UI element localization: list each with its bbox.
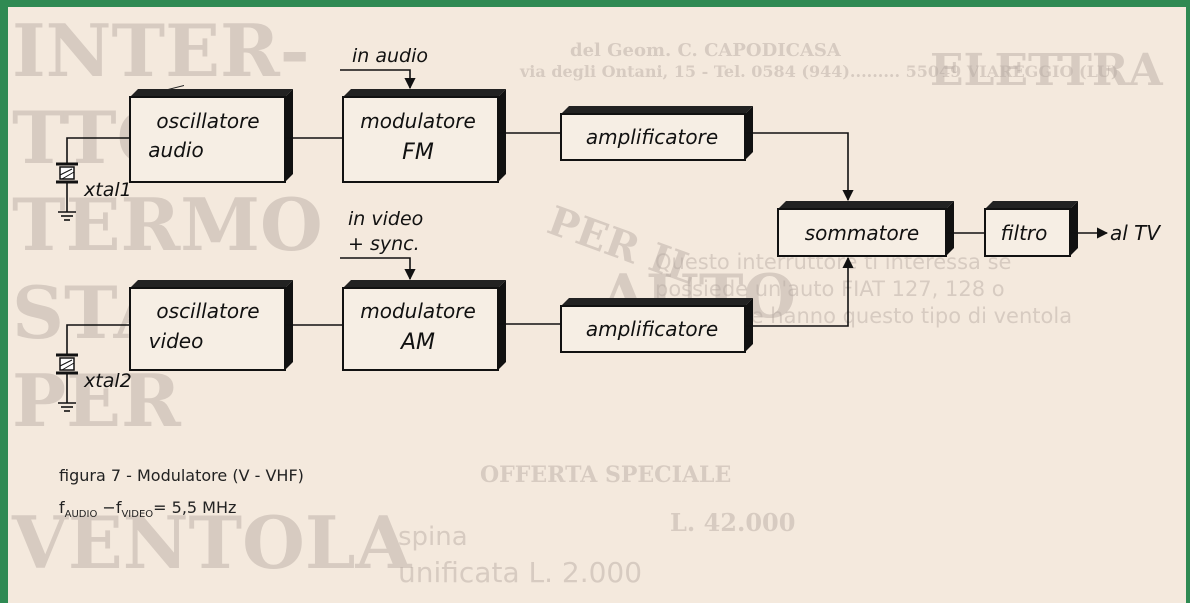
equation-sub-audio: AUDIO <box>64 509 98 521</box>
block-amplificatore-top: amplificatore <box>560 106 753 161</box>
block-filtro: filtro <box>984 201 1078 257</box>
block-oscillatore-video: oscillatore video <box>129 280 293 371</box>
input-audio-label: in audio <box>352 45 428 67</box>
equation-f-audio: f <box>59 498 65 517</box>
frequency-equation: fAUDIO −fVIDEO= 5,5 MHz <box>59 498 236 520</box>
block-amplificatore-bottom-label: amplificatore <box>586 317 718 341</box>
equation-minus-f: −f <box>97 498 122 517</box>
equation-sub-video: VIDEO <box>121 509 154 521</box>
block-oscillatore-video-line2: video <box>149 329 204 353</box>
block-modulatore-fm-line2: FM <box>402 140 434 165</box>
output-label: al TV <box>1110 221 1161 245</box>
input-video-label-line2: + sync. <box>348 233 420 255</box>
block-modulatore-am-line2: AM <box>399 330 435 355</box>
block-sommatore-label: sommatore <box>805 221 919 245</box>
block-modulatore-am-line1: modulatore <box>360 299 476 323</box>
crystal-xtal2-symbol <box>56 353 78 375</box>
block-sommatore: sommatore <box>777 201 954 257</box>
block-filtro-label: filtro <box>1001 221 1048 245</box>
figure-caption: figura 7 - Modulatore (V - VHF) <box>59 466 304 485</box>
equation-rhs: = 5,5 MHz <box>153 498 237 517</box>
block-amplificatore-bottom: amplificatore <box>560 298 753 353</box>
crystal-xtal1-label: xtal1 <box>83 179 132 201</box>
block-amplificatore-top-label: amplificatore <box>586 125 718 149</box>
block-modulatore-am: modulatore AM <box>342 280 506 371</box>
block-oscillatore-audio: oscillatore audio <box>129 85 293 183</box>
crystal-xtal2-label: xtal2 <box>83 370 132 392</box>
block-modulatore-fm-line1: modulatore <box>360 109 476 133</box>
block-modulatore-fm: modulatore FM <box>342 89 506 183</box>
block-oscillatore-video-line1: oscillatore <box>156 299 259 323</box>
block-oscillatore-audio-line2: audio <box>148 138 203 162</box>
block-oscillatore-audio-line1: oscillatore <box>156 109 259 133</box>
crystal-xtal1-symbol <box>56 162 78 184</box>
connection-lines <box>58 69 1109 412</box>
input-video-label-line1: in video <box>348 208 423 230</box>
